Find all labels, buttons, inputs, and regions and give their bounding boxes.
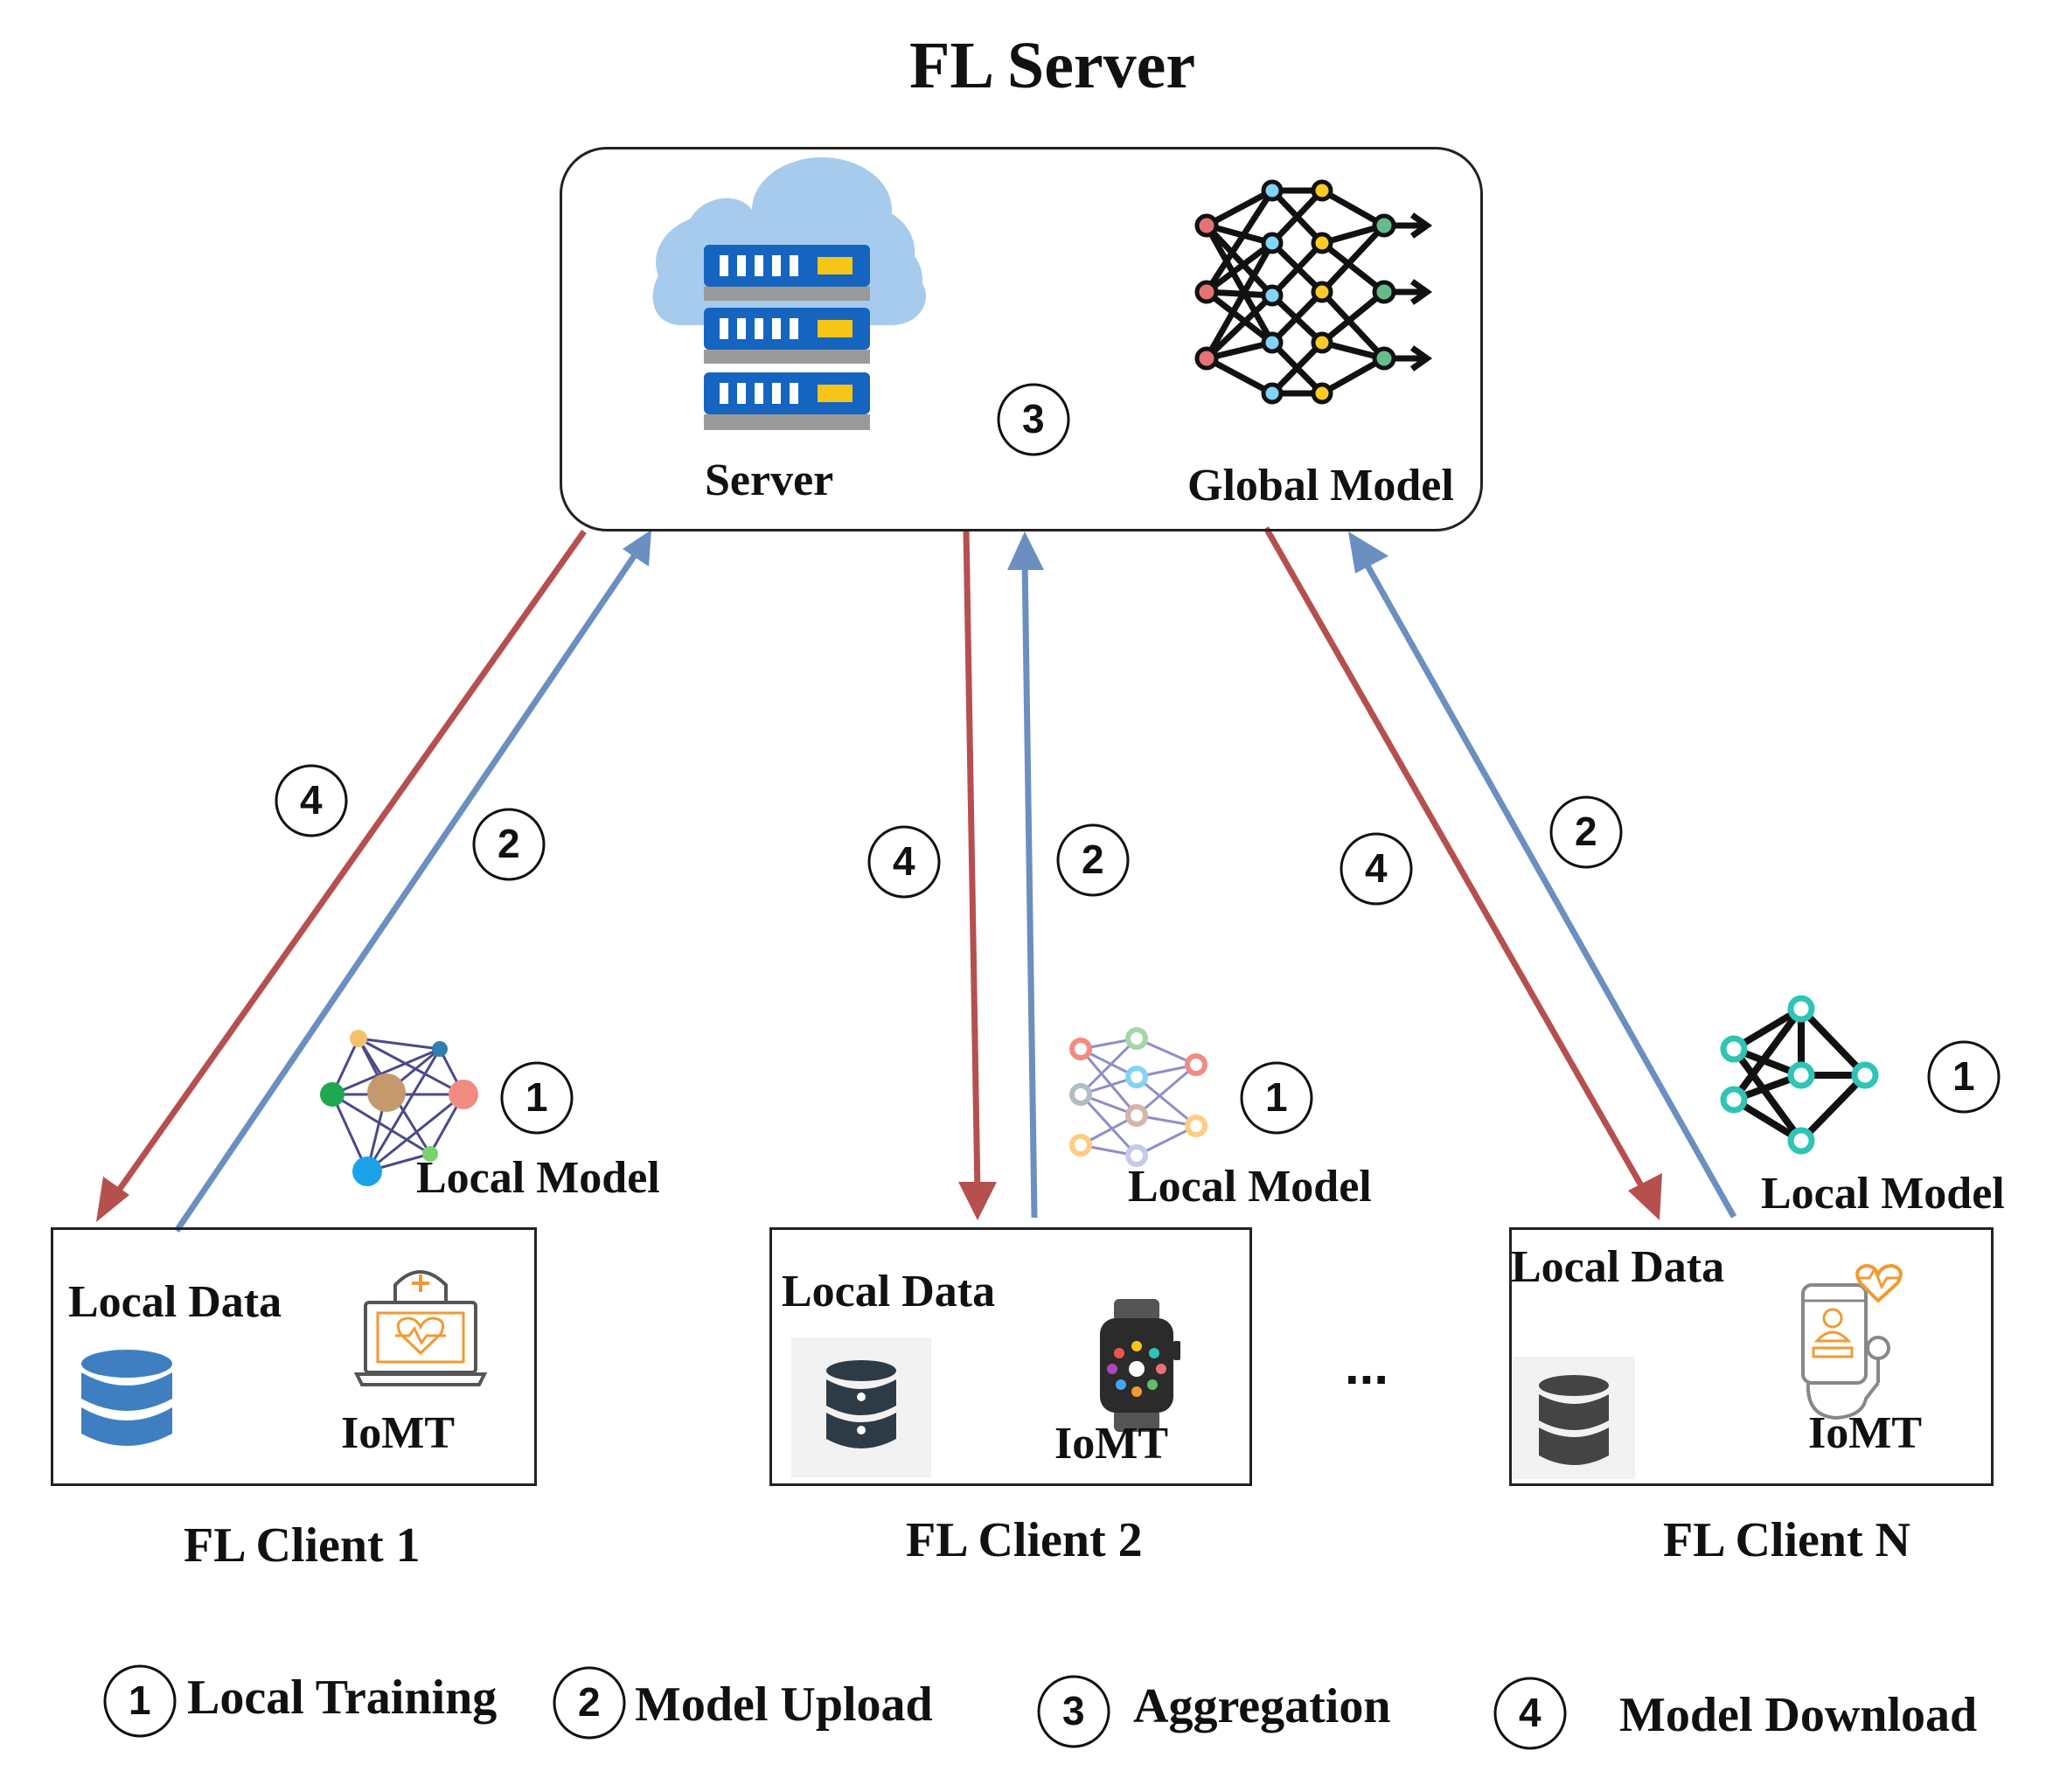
server-box [560, 147, 1483, 531]
client2-local-data-label: Local Data [782, 1267, 996, 1316]
client2-database-icon [791, 1337, 931, 1477]
client1-box [51, 1227, 537, 1486]
client2-title: FL Client 2 [906, 1513, 1143, 1567]
client1-download-arrow [96, 529, 587, 1222]
legend-model-upload-label: Model Upload [635, 1677, 933, 1732]
legend-model-download-number: 4 [1519, 1690, 1541, 1735]
clientN-local-data-label: Local Data [1511, 1242, 1725, 1292]
clientN-upload-arrow [1348, 531, 1737, 1219]
client1-local-data-label: Local Data [68, 1277, 282, 1327]
client1-download-step: 4 [300, 777, 323, 823]
legend-model-upload-number: 2 [578, 1679, 601, 1725]
server-cloud-icon [652, 157, 927, 430]
clientN-upload-step: 2 [1575, 809, 1597, 854]
client1-database-icon [81, 1350, 172, 1446]
clientN-database-icon [1513, 1357, 1635, 1479]
diagram-title: FL Server [909, 29, 1196, 102]
client2-training-step: 1 [1265, 1074, 1288, 1120]
client2-upload-arrow [1007, 531, 1044, 1219]
client1-training-step: 1 [525, 1074, 548, 1120]
clientN-title: FL Client N [1663, 1513, 1911, 1567]
client2-upload-step: 2 [1082, 837, 1104, 882]
client1-local-model-icon [320, 1030, 478, 1186]
client2-download-arrow [958, 528, 997, 1220]
server-label: Server [705, 455, 834, 505]
client1-upload-step: 2 [498, 821, 520, 866]
clientN-iomt-health-icon [1801, 1263, 1903, 1420]
step-circles [103, 383, 2001, 1750]
client2-local-model-icon [1069, 1027, 1207, 1167]
client1-local-model-label: Local Model [416, 1153, 660, 1203]
legend-model-download-label: Model Download [1619, 1688, 1978, 1742]
legend-aggregation-number: 3 [1062, 1688, 1085, 1733]
client2-device-label: IoMT [1054, 1419, 1168, 1469]
aggregation-step-marker: 3 [1022, 396, 1045, 441]
legend-local-training-number: 1 [129, 1677, 151, 1723]
clientN-download-step: 4 [1365, 845, 1388, 891]
legend-local-training-label: Local Training [187, 1670, 498, 1725]
global-model-label: Global Model [1187, 461, 1454, 511]
client1-iomt-laptop-icon [353, 1270, 488, 1386]
client2-download-step: 4 [893, 838, 915, 884]
clientN-device-label: IoMT [1808, 1408, 1922, 1458]
client1-title: FL Client 1 [184, 1518, 421, 1573]
client2-iomt-watch-icon [1100, 1299, 1180, 1432]
clientN-training-step: 1 [1952, 1053, 1975, 1099]
client1-device-label: IoMT [341, 1408, 455, 1458]
client2-local-model-label: Local Model [1128, 1162, 1372, 1212]
clientN-local-model-icon [1720, 995, 1879, 1155]
global-model-network-icon [1194, 179, 1433, 405]
clientN-local-model-label: Local Model [1761, 1169, 2005, 1219]
clientN-download-arrow [1263, 526, 1662, 1220]
legend-aggregation-label: Aggregation [1133, 1679, 1391, 1733]
more-clients-ellipsis: ... [1345, 1337, 1389, 1395]
client2-box [769, 1227, 1252, 1486]
clientN-box [1509, 1227, 1994, 1486]
client1-upload-arrow [174, 530, 651, 1233]
